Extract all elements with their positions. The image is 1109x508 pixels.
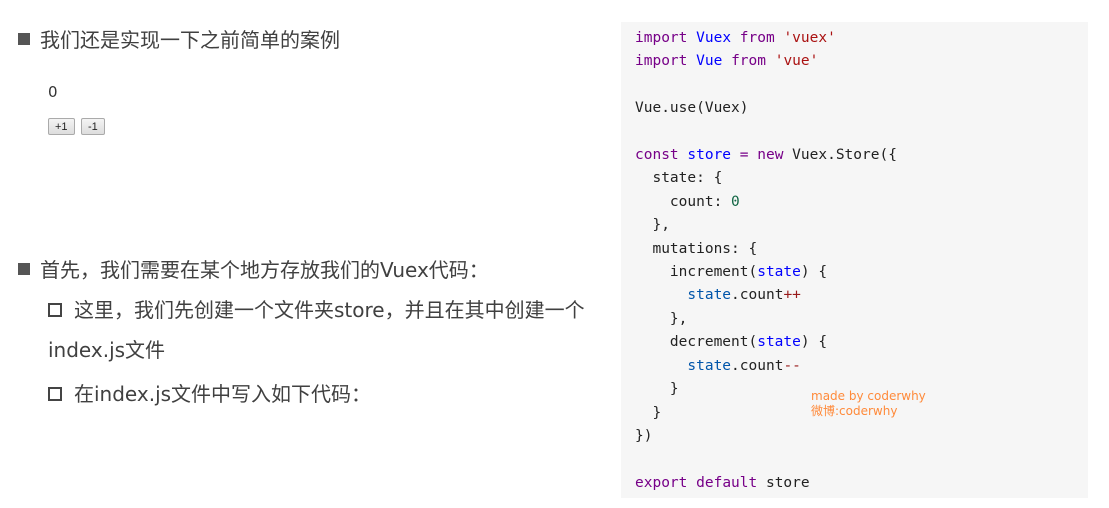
- code-token: .count: [731, 287, 784, 304]
- code-token: --: [783, 357, 801, 374]
- sub-bullet-1: 这里，我们先创建一个文件夹store，并且在其中创建一个index.js文件: [48, 290, 608, 370]
- code-token: store: [687, 147, 732, 164]
- code-line: state.count--: [635, 355, 897, 378]
- code-token: }): [635, 427, 653, 444]
- code-token: state: {: [635, 170, 723, 187]
- hollow-square-icon: [48, 302, 62, 317]
- count-display: 0: [48, 83, 58, 101]
- code-line: const store = new Vuex.Store({: [635, 144, 897, 167]
- code-line: }: [635, 378, 897, 401]
- code-token: state: [757, 334, 801, 351]
- code-line: state.count++: [635, 284, 897, 307]
- code-token: }: [635, 381, 679, 398]
- bullet-intro: 我们还是实现一下之前简单的案例: [18, 24, 340, 53]
- bullet-first: 首先，我们需要在某个地方存放我们的Vuex代码：: [18, 254, 489, 283]
- bullet-square-icon: [18, 262, 30, 275]
- code-token: 0: [731, 193, 740, 210]
- code-line: [635, 448, 897, 471]
- code-token: new: [757, 147, 784, 164]
- code-line: import Vuex from 'vuex': [635, 27, 897, 50]
- code-token: export: [635, 474, 688, 491]
- code-token: from: [739, 30, 775, 46]
- code-token: [731, 30, 740, 46]
- code-line: increment(state) {: [635, 261, 897, 284]
- code-token: state: [687, 357, 732, 374]
- code-token: ++: [783, 287, 801, 304]
- code-token: Vuex: [696, 30, 732, 46]
- code-line: }): [635, 425, 897, 448]
- code-token: 'vue': [774, 53, 819, 70]
- code-token: Vue.use(Vuex): [635, 100, 749, 117]
- code-line: export default store: [635, 472, 897, 495]
- code-token: import: [635, 53, 688, 70]
- code-token: Vuex.Store({: [783, 147, 897, 164]
- code-token: ) {: [800, 334, 828, 351]
- code-token: state: [757, 264, 801, 281]
- code-line: count: 0: [635, 191, 897, 214]
- code-token: Vue: [696, 53, 723, 70]
- watermark-line: 微博:coderwhy: [811, 404, 898, 418]
- code-token: increment(: [635, 264, 758, 281]
- code-token: [766, 53, 775, 69]
- code-line: import Vue from 'vue': [635, 50, 897, 73]
- code-line: },: [635, 308, 897, 331]
- code-line: }: [635, 402, 897, 425]
- code-token: count:: [635, 193, 732, 210]
- code-line: state: {: [635, 167, 897, 190]
- code-token: from: [731, 53, 766, 70]
- decrement-button[interactable]: -1: [81, 118, 105, 135]
- code-token: },: [635, 310, 688, 327]
- increment-button[interactable]: +1: [48, 118, 75, 135]
- code-token: store: [757, 474, 810, 491]
- code-token: .count: [731, 357, 784, 374]
- code-token: const: [635, 147, 679, 164]
- code-token: [722, 53, 731, 69]
- watermark-line: made by coderwhy: [811, 389, 926, 403]
- code-token: [635, 287, 687, 303]
- code-token: state: [687, 287, 732, 304]
- code-token: decrement(: [635, 334, 758, 351]
- code-token: [687, 475, 696, 491]
- code-token: }: [635, 404, 662, 421]
- code-token: 'vuex': [783, 30, 836, 46]
- code-token: mutations: {: [635, 240, 758, 257]
- code-token: [749, 147, 758, 163]
- code-line: Vue.use(Vuex): [635, 97, 897, 120]
- code-line: },: [635, 214, 897, 237]
- code-token: import: [635, 30, 688, 46]
- code-token: [687, 53, 696, 69]
- code-line: [635, 121, 897, 144]
- code-block: import Vuex from 'vuex'import Vue from '…: [621, 22, 1088, 498]
- sub-bullet-text: 这里，我们先创建一个文件夹store，并且在其中创建一个index.js文件: [48, 298, 585, 362]
- bullet-square-icon: [18, 32, 30, 45]
- code-token: ) {: [800, 264, 828, 281]
- code-line: decrement(state) {: [635, 331, 897, 354]
- bullet-text: 首先，我们需要在某个地方存放我们的Vuex代码：: [40, 258, 489, 282]
- code-line: mutations: {: [635, 238, 897, 261]
- code-token: },: [635, 217, 670, 234]
- hollow-square-icon: [48, 386, 62, 401]
- bullet-text: 我们还是实现一下之前简单的案例: [40, 28, 340, 52]
- sub-bullet-2: 在index.js文件中写入如下代码：: [48, 374, 608, 414]
- sub-bullet-text: 在index.js文件中写入如下代码：: [74, 382, 372, 406]
- code-token: [635, 358, 687, 374]
- code-line: [635, 74, 897, 97]
- code-token: default: [696, 474, 758, 491]
- code-lines: import Vuex from 'vuex'import Vue from '…: [635, 27, 897, 495]
- code-token: [731, 147, 740, 163]
- code-token: [687, 30, 696, 46]
- code-token: =: [739, 147, 749, 164]
